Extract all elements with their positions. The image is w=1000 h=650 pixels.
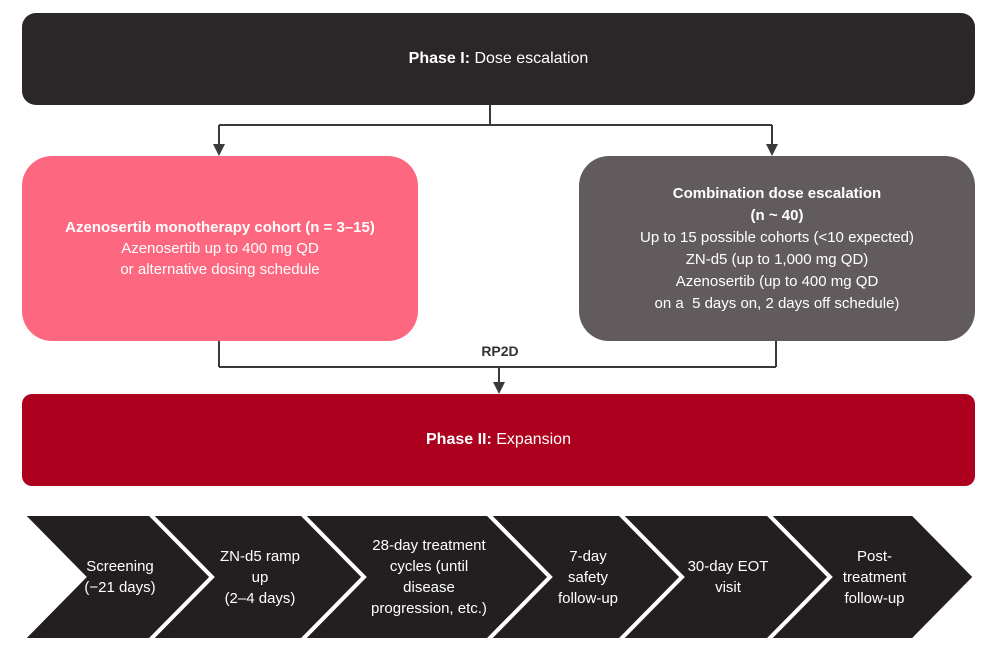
timeline-step-label: Screening (−21 days) [82,514,158,640]
timeline-step-label: 7-day safety follow-up [548,514,628,640]
timeline-step-line: ZN-d5 ramp up [219,547,301,586]
phase2-label: Phase II: [426,431,492,448]
timeline-step-line: (2–4 days) [224,589,296,607]
arrowhead-mono [213,144,225,156]
phase1-text: Dose escalation [470,50,589,67]
monotherapy-cohort-box: Azenosertib monotherapy cohort (n = 3–15… [22,156,418,341]
phase1-dose-escalation-box: Phase I: Dose escalation [22,13,975,105]
timeline-step-line: progression, etc.) [371,600,487,617]
timeline-step-label: 28-day treatment cycles (until disease prog… [362,514,496,640]
combination-cohort-box: Combination dose escalation (n ~ 40) Up … [579,156,975,341]
timeline-step-label: Post-treatment follow-up [828,514,921,640]
timeline-step-line: disease [403,579,455,596]
combination-line: ZN-d5 (up to 1,000 mg QD) [685,250,869,268]
timeline-step-line: follow-up [844,589,905,607]
combination-title: Combination dose escalation [672,184,882,202]
timeline-step-line: visit [715,579,741,596]
timeline-step-line: Post-treatment [842,547,907,586]
timeline-step-line: Screening [86,558,154,575]
timeline-step-line: 28-day treatment [372,537,486,554]
timeline-step-chevron [763,512,978,642]
timeline-step-line: (−21 days) [84,579,156,596]
combination-line: on a 5 days on, 2 days off schedule) [654,294,900,312]
monotherapy-cohort-title: Azenosertib monotherapy cohort (n = 3–15… [65,219,375,236]
monotherapy-line: Azenosertib up to 400 mg QD [121,240,319,257]
monotherapy-line: or alternative dosing schedule [120,261,320,278]
timeline-step-line: follow-up [557,589,619,607]
combination-line: Azenosertib (up to 400 mg QD [675,272,879,290]
timeline-step-line: 7-day safety [567,547,609,586]
combination-subtitle: (n ~ 40) [750,206,804,224]
timeline-step-label: ZN-d5 ramp up (2–4 days) [210,514,310,640]
timeline-step-line: cycles (until [389,558,469,575]
phase1-label: Phase I: [408,50,471,67]
phase2-text: Expansion [491,431,571,448]
timeline-step-label: 30-day EOT visit [680,514,776,640]
rp2d-label: RP2D [481,343,519,359]
timeline-step-line: 30-day EOT [687,558,769,575]
combination-line: Up to 15 possible cohorts (<10 expected) [640,228,914,246]
arrowhead-combo [766,144,778,156]
phase2-expansion-box: Phase II: Expansion [22,394,975,486]
arrowhead-phase2 [493,382,505,394]
